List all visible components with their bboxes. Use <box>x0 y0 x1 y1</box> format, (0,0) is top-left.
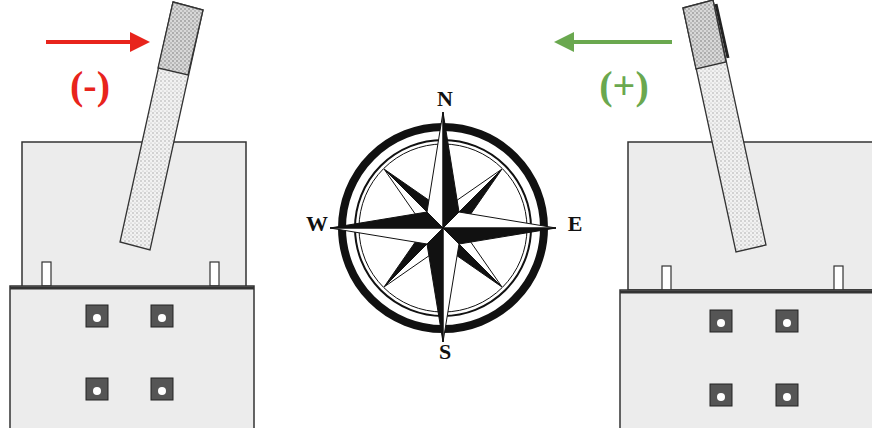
right-device <box>620 0 872 428</box>
compass-rose <box>330 112 556 342</box>
compass-letter: W <box>306 213 328 235</box>
push-arrow <box>558 40 672 44</box>
compass-letter: S <box>439 341 451 363</box>
compass-letter: N <box>437 88 453 110</box>
push-arrow <box>46 40 146 44</box>
compass-letter: E <box>568 213 583 235</box>
left-device <box>10 2 254 428</box>
polarity-label: (-) <box>70 66 110 106</box>
polarity-label: (+) <box>599 66 648 106</box>
